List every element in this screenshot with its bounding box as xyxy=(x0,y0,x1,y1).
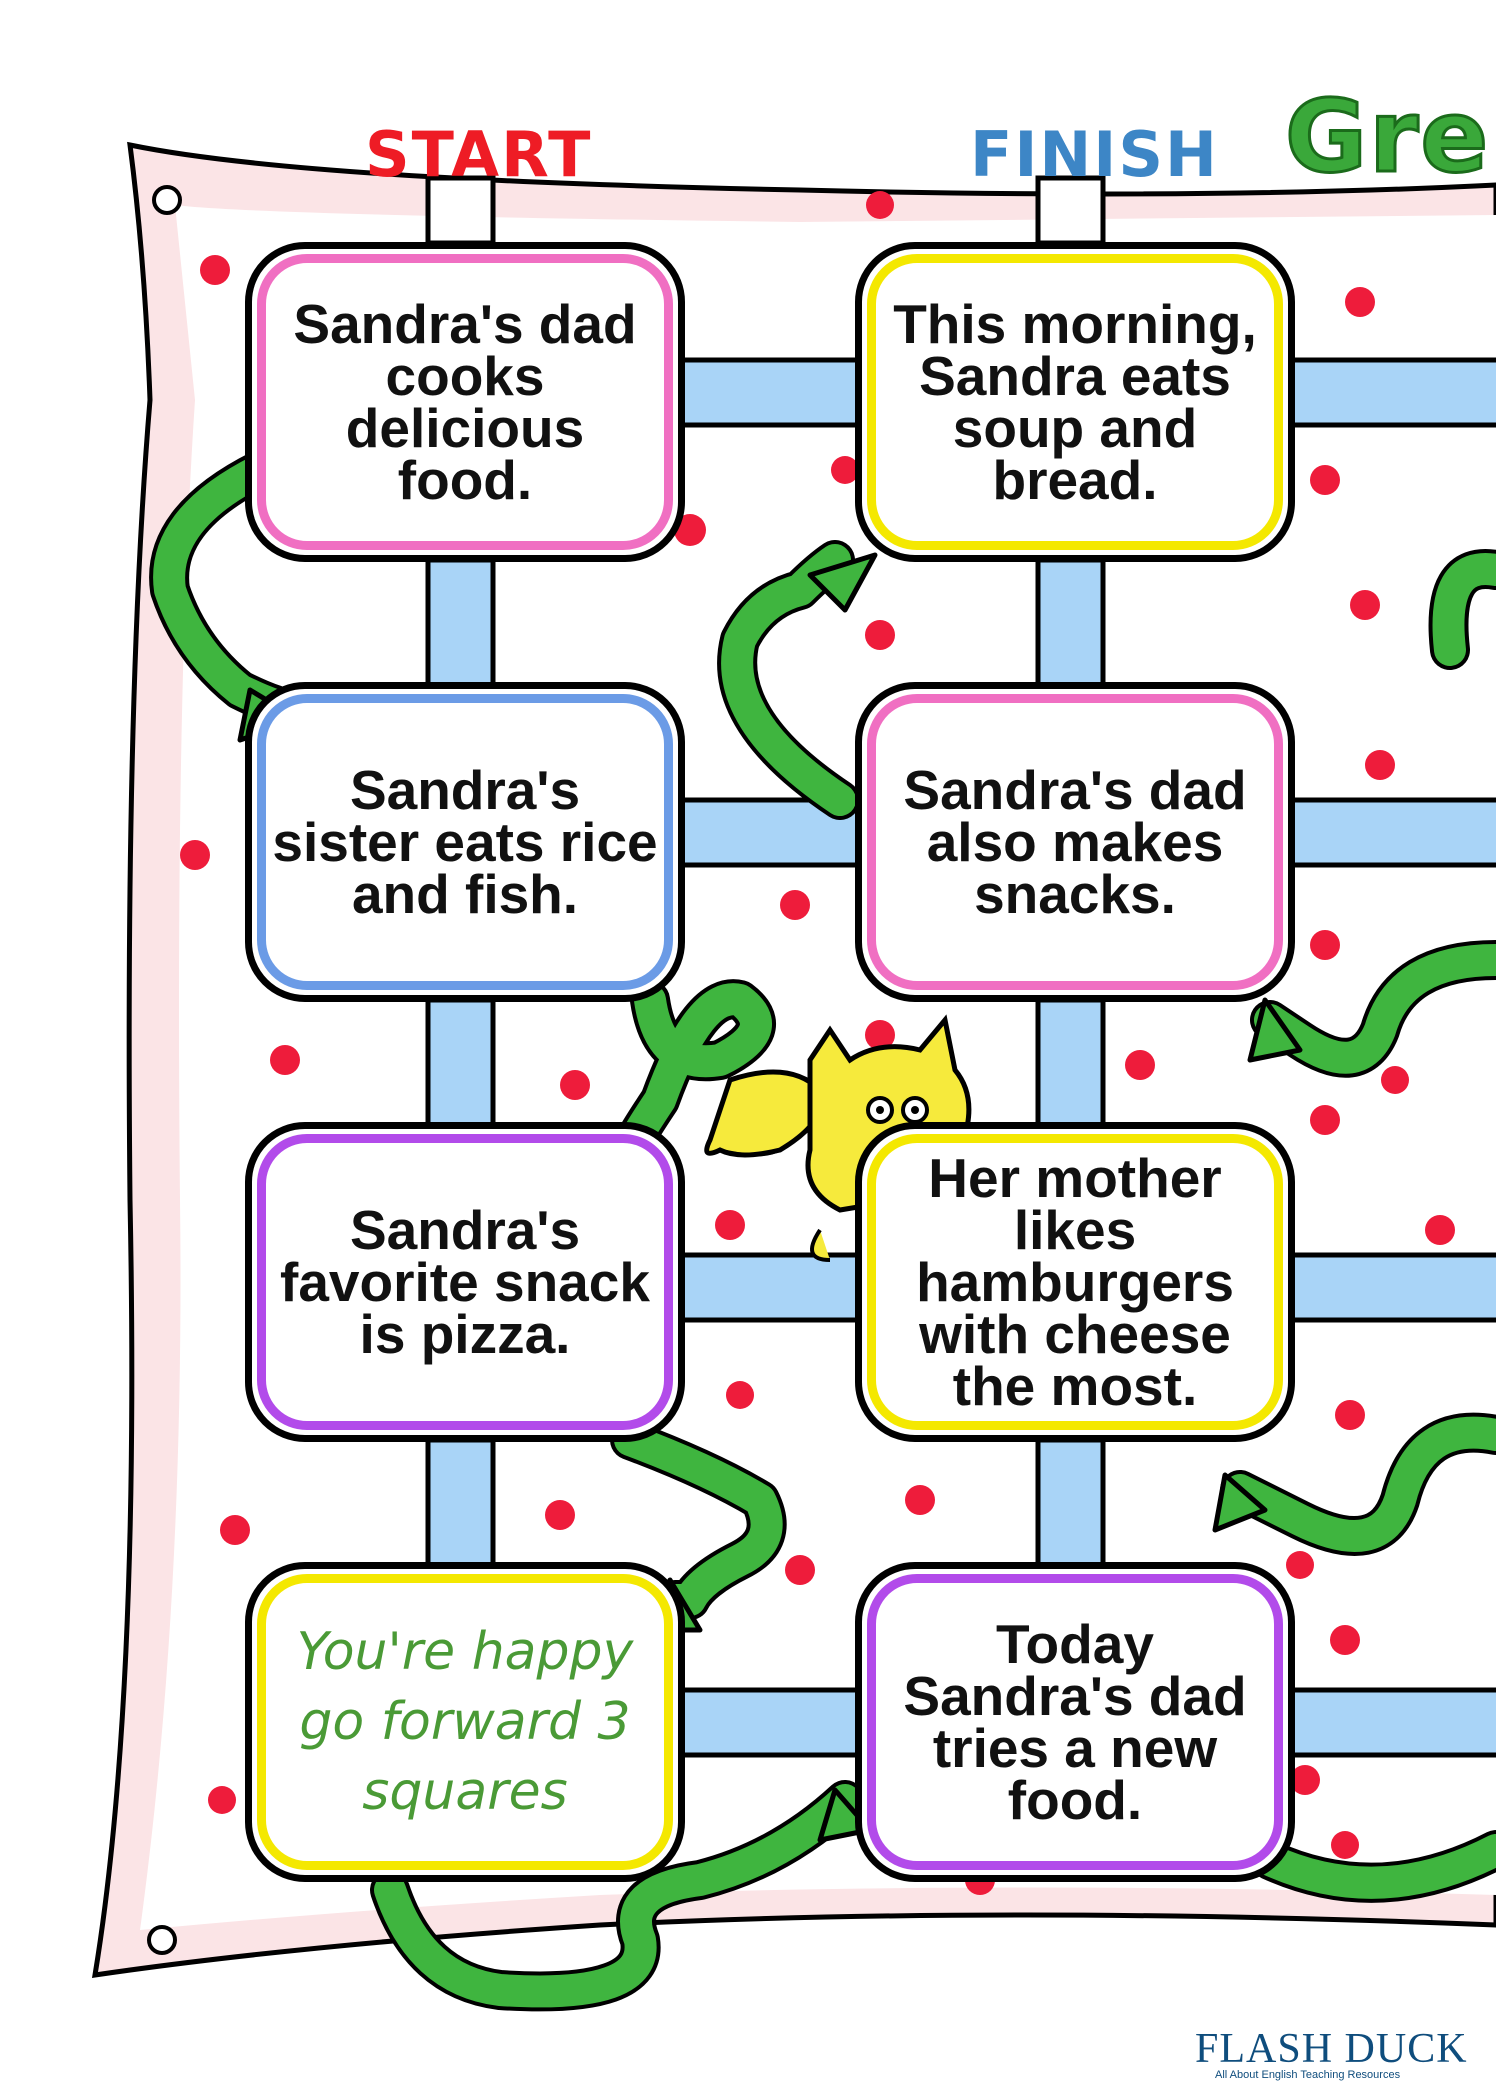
start-label: START xyxy=(365,118,593,191)
snake-arrows xyxy=(149,450,1496,2012)
title-fragment: Gre xyxy=(1283,77,1491,197)
square-text: Sandra's favorite snack is pizza. xyxy=(280,1199,650,1365)
board-square-4[interactable]: Sandra's dad also makes snacks. xyxy=(855,682,1295,1002)
board-square-3[interactable]: Sandra's sister eats rice and fish. xyxy=(245,682,685,1002)
logo-tagline: All About English Teaching Resources xyxy=(1215,2069,1401,2081)
square-text: Sandra's sister eats rice and fish. xyxy=(272,759,658,925)
board-square-bonus[interactable]: You're happy go forward 3 squares xyxy=(245,1562,685,1882)
polka-dots xyxy=(180,191,1455,1895)
board-square-5[interactable]: Sandra's favorite snack is pizza. xyxy=(245,1122,685,1442)
board-square-2[interactable]: This morning, Sandra eats soup and bread… xyxy=(855,242,1295,562)
logo-name: FLASH DUCK xyxy=(1195,2026,1468,2072)
square-text: Sandra's dad also makes snacks. xyxy=(903,759,1247,925)
board-square-6[interactable]: Her mother likes hamburgers with cheese … xyxy=(855,1122,1295,1442)
board-square-8[interactable]: Today Sandra's dad tries a new food. xyxy=(855,1562,1295,1882)
board-square-1[interactable]: Sandra's dad cooks delicious food. xyxy=(245,242,685,562)
square-text: Sandra's dad cooks delicious food. xyxy=(293,293,637,511)
flash-duck-logo: FLASH DUCK All About English Teaching Re… xyxy=(1195,2025,1480,2081)
tack-icon xyxy=(147,1925,177,1955)
tack-icon xyxy=(152,185,182,215)
square-text: Her mother likes hamburgers with cheese … xyxy=(916,1147,1234,1417)
square-text: Today Sandra's dad tries a new food. xyxy=(903,1613,1247,1831)
square-text: You're happy go forward 3 squares xyxy=(296,1622,634,1822)
finish-label: FINISH xyxy=(970,118,1219,191)
square-text: This morning, Sandra eats soup and bread… xyxy=(893,293,1257,511)
